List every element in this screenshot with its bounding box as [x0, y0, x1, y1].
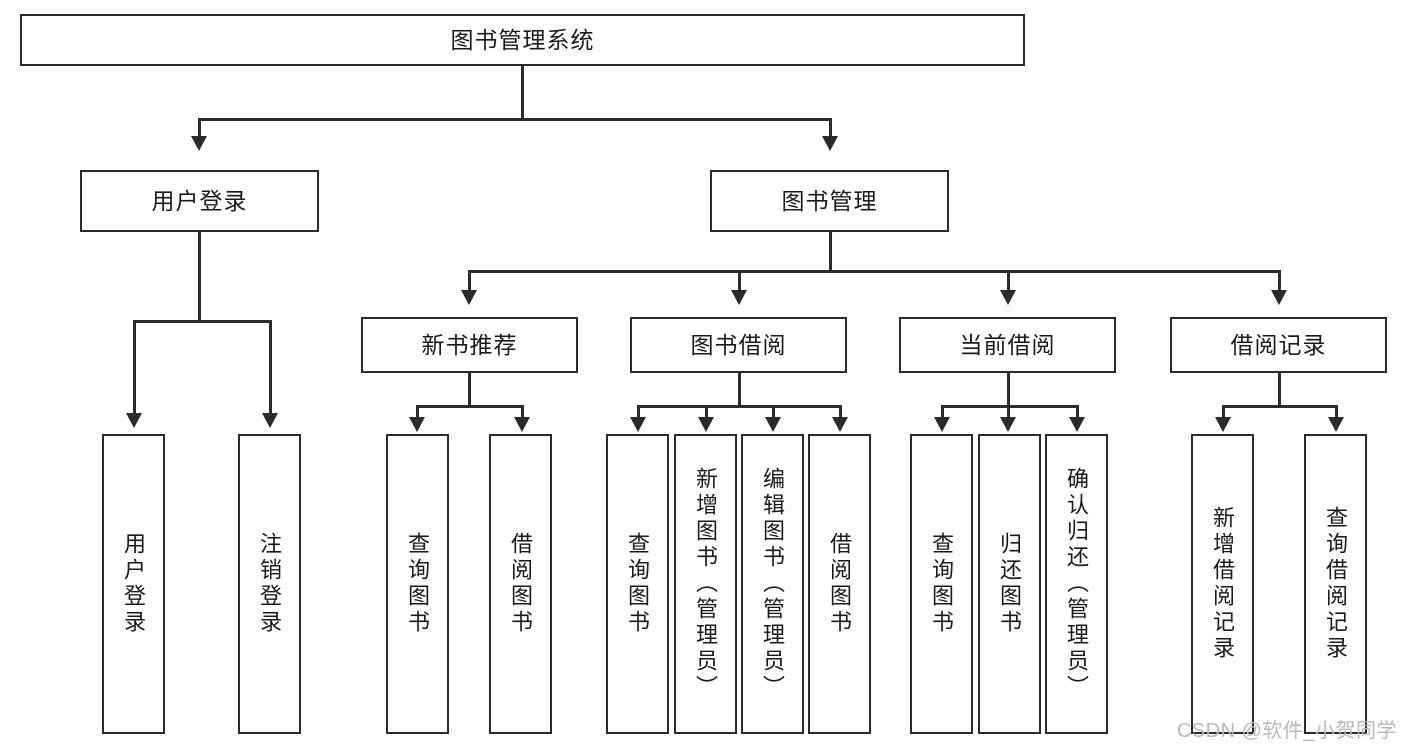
connector-bookmgmt-drop-2	[738, 270, 741, 292]
node-label: 查询图书	[929, 532, 955, 636]
node-label: 新增借阅记录	[1210, 506, 1236, 662]
connector-record-stem	[1278, 373, 1281, 407]
arrow-to-leaf-borrow-book-1	[514, 417, 530, 432]
node-label: 编辑图书（管理员）	[760, 467, 786, 701]
connector-userlogin-stem	[198, 232, 201, 322]
connector-root-drop-1	[198, 118, 201, 138]
connector-recommend-drop-2	[521, 405, 524, 419]
arrow-to-user-login	[191, 136, 207, 151]
node-label: 借阅图书	[508, 532, 534, 636]
connector-record-drop-1	[1222, 405, 1225, 419]
node-label: 注销登录	[257, 532, 283, 636]
connector-current-stem	[1007, 373, 1010, 407]
leaf-borrow-book-recommend[interactable]: 借阅图书	[489, 434, 552, 734]
arrow-to-new-book-recommend	[461, 290, 477, 305]
node-label: 图书管理	[781, 187, 878, 214]
node-label: 查询图书	[625, 532, 651, 636]
connector-bookmgmt-bus	[468, 270, 1280, 273]
connector-current-drop-2	[1007, 405, 1010, 419]
leaf-logout[interactable]: 注销登录	[238, 434, 301, 734]
leaf-query-book-current[interactable]: 查询图书	[910, 434, 973, 734]
connector-bookmgmt-drop-1	[468, 270, 471, 292]
arrow-to-current-borrow	[1000, 290, 1016, 305]
arrow-to-leaf-query-book-3	[934, 417, 950, 432]
connector-borrow-bus	[637, 405, 841, 408]
arrow-to-book-borrow	[731, 290, 747, 305]
node-new-book-recommend[interactable]: 新书推荐	[361, 317, 578, 373]
connector-bookmgmt-drop-3	[1007, 270, 1010, 292]
connector-bookmgmt-stem	[829, 232, 832, 272]
connector-borrow-drop-4	[839, 405, 842, 419]
connector-userlogin-drop-2	[269, 320, 272, 415]
node-user-login[interactable]: 用户登录	[80, 170, 319, 232]
node-label: 确认归还（管理员）	[1064, 467, 1090, 701]
node-label: 新增图书（管理员）	[693, 467, 719, 701]
arrow-to-leaf-confirm-return	[1069, 417, 1085, 432]
node-current-borrow[interactable]: 当前借阅	[899, 317, 1116, 373]
connector-recommend-drop-1	[416, 405, 419, 419]
connector-userlogin-drop-1	[133, 320, 136, 415]
node-label: 新书推荐	[421, 331, 518, 358]
connector-recommend-bus	[416, 405, 523, 408]
arrow-to-leaf-borrow-book-2	[832, 417, 848, 432]
leaf-borrow-book[interactable]: 借阅图书	[808, 434, 871, 734]
node-root-system[interactable]: 图书管理系统	[20, 14, 1025, 66]
connector-borrow-drop-1	[637, 405, 640, 419]
connector-root-bus	[198, 118, 832, 121]
arrow-to-leaf-logout	[262, 413, 278, 428]
connector-current-bus	[941, 405, 1078, 408]
node-label: 借阅图书	[827, 532, 853, 636]
connector-record-bus	[1222, 405, 1337, 408]
arrow-to-leaf-return-book	[1000, 417, 1016, 432]
node-label: 用户登录	[121, 532, 147, 636]
leaf-add-borrow-record[interactable]: 新增借阅记录	[1191, 434, 1254, 734]
connector-borrow-stem	[738, 373, 741, 407]
connector-record-drop-2	[1335, 405, 1338, 419]
arrow-to-leaf-query-record	[1328, 417, 1344, 432]
node-label: 图书借阅	[690, 331, 787, 358]
connector-recommend-stem	[468, 373, 471, 407]
arrow-to-leaf-user-login	[126, 413, 142, 428]
connector-root-drop-2	[829, 118, 832, 138]
node-book-management[interactable]: 图书管理	[710, 170, 949, 232]
node-label: 用户登录	[151, 187, 248, 214]
node-label: 归还图书	[997, 532, 1023, 636]
arrow-to-leaf-query-book-1	[409, 417, 425, 432]
node-book-borrow[interactable]: 图书借阅	[630, 317, 847, 373]
node-label: 借阅记录	[1230, 331, 1327, 358]
node-label: 图书管理系统	[450, 26, 595, 53]
leaf-edit-book[interactable]: 编辑图书（管理员）	[741, 434, 804, 734]
node-label: 当前借阅	[959, 331, 1056, 358]
arrow-to-leaf-query-book-2	[630, 417, 646, 432]
connector-borrow-drop-2	[705, 405, 708, 419]
node-label: 查询借阅记录	[1323, 506, 1349, 662]
arrow-to-book-manage	[822, 136, 838, 151]
node-borrow-record[interactable]: 借阅记录	[1170, 317, 1387, 373]
arrow-to-leaf-edit-book	[765, 417, 781, 432]
connector-current-drop-3	[1076, 405, 1079, 419]
node-label: 查询图书	[405, 532, 431, 636]
leaf-add-book[interactable]: 新增图书（管理员）	[674, 434, 737, 734]
leaf-query-borrow-record[interactable]: 查询借阅记录	[1304, 434, 1367, 734]
arrow-to-borrow-record	[1271, 290, 1287, 305]
leaf-user-login[interactable]: 用户登录	[102, 434, 165, 734]
leaf-query-book-recommend[interactable]: 查询图书	[386, 434, 449, 734]
connector-bookmgmt-drop-4	[1278, 270, 1281, 292]
connector-borrow-drop-3	[772, 405, 775, 419]
connector-current-drop-1	[941, 405, 944, 419]
arrow-to-leaf-add-book	[698, 417, 714, 432]
leaf-confirm-return[interactable]: 确认归还（管理员）	[1045, 434, 1108, 734]
leaf-return-book[interactable]: 归还图书	[978, 434, 1041, 734]
connector-root-stem	[521, 66, 524, 118]
watermark-text: CSDN @软件_小贺同学	[1176, 720, 1397, 742]
leaf-query-book-borrow[interactable]: 查询图书	[606, 434, 669, 734]
connector-userlogin-bus	[133, 320, 271, 323]
arrow-to-leaf-add-record	[1215, 417, 1231, 432]
